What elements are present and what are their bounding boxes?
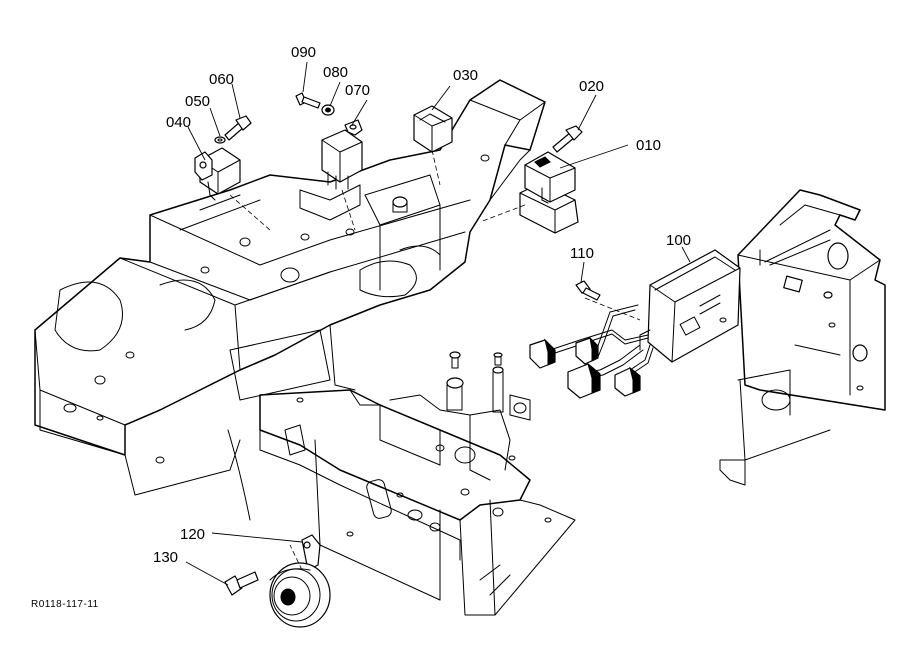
lower-frame <box>259 351 576 616</box>
callout-130: 130 <box>153 549 178 566</box>
callout-030: 030 <box>453 67 478 84</box>
callout-060: 060 <box>209 71 234 88</box>
callout-labels: 010 020 030 040 050 060 070 080 090 100 … <box>153 44 691 566</box>
reference-code: R0118-117-11 <box>31 599 99 610</box>
callout-040: 040 <box>166 114 191 131</box>
callout-010: 010 <box>636 137 661 154</box>
spacer-collar <box>392 196 408 213</box>
relay-010 <box>519 151 579 234</box>
leader-lines <box>185 61 691 586</box>
main-frame <box>34 79 546 521</box>
callout-080: 080 <box>323 64 348 81</box>
washer-080 <box>321 104 335 116</box>
callout-050: 050 <box>185 93 210 110</box>
callout-020: 020 <box>579 78 604 95</box>
connector-cap-030 <box>413 105 453 153</box>
alignment-lines <box>229 149 641 571</box>
callout-070: 070 <box>345 82 370 99</box>
relay-070 <box>321 119 363 190</box>
bolt-110 <box>575 280 601 301</box>
callout-110: 110 <box>570 245 594 262</box>
horn-120 <box>269 534 331 628</box>
callout-090: 090 <box>291 44 316 61</box>
bolt-130 <box>224 571 259 596</box>
washer-050 <box>214 136 226 144</box>
wire-harness <box>529 304 654 399</box>
relay-040 <box>194 147 241 201</box>
bolt-020 <box>552 125 583 153</box>
controller-unit <box>639 249 741 363</box>
right-bracket <box>719 189 886 486</box>
bolt-060 <box>224 115 252 141</box>
callout-100: 100 <box>666 232 691 249</box>
bolt-090 <box>295 92 321 109</box>
callout-120: 120 <box>180 526 205 543</box>
